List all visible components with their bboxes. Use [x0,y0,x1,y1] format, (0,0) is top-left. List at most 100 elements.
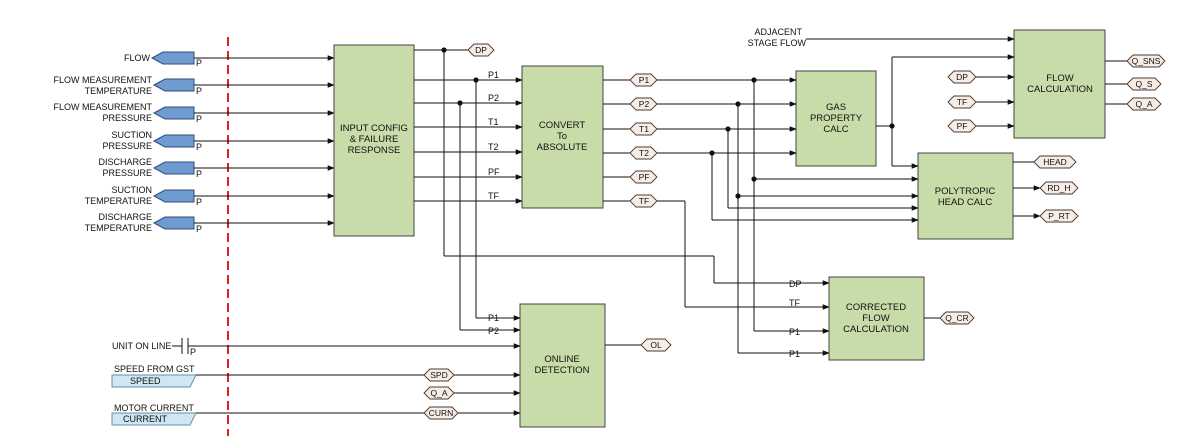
block-convert-to-absolute: CONVERT To ABSOLUTE [521,65,604,209]
connector-pf: PF [639,172,650,182]
unit-on-line-input: UNIT ON LINE P [112,338,521,357]
adjacent-label-1: ADJACENT [754,27,802,37]
connector-t1: T1 [639,124,649,134]
polytropic-outputs: HEAD RD_H P_RT [1013,155,1079,223]
input-label-line-1: SUCTION [112,130,153,140]
input-label-line-2: PRESSURE [102,141,152,151]
speed-input: SPEED FROM GST SPEED SPD [111,364,521,388]
input-flow-measurement-pressure: FLOW MEASUREMENT PRESSURE P [53,102,202,124]
block-line-1: ONLINE [544,354,579,365]
current-tag: CURRENT [123,414,168,424]
block-line-2: CALCULATION [1027,84,1093,95]
corrected-input-dp: DP [789,279,802,289]
block-line-3: RESPONSE [348,145,401,156]
connector-q-s: Q_S [1135,79,1152,89]
input-label-line-2: PRESSURE [102,168,152,178]
connector-curn: CURN [429,408,454,418]
input-pin: P [196,114,202,124]
input-tag-shape [150,51,195,65]
online-input-p2: P2 [488,326,499,336]
input-discharge-pressure: DISCHARGE PRESSURE P [98,157,202,179]
speed-tag: SPEED [130,376,161,386]
connector-spd: SPD [430,370,447,380]
input-label-line-2: PRESSURE [102,113,152,123]
connector-flow-tf: TF [957,97,967,107]
block-line-2: & FAILURE [350,134,399,145]
signal-label: P2 [488,93,499,103]
input-wires [194,55,335,226]
input-discharge-temperature: DISCHARGE TEMPERATURE P [85,212,202,234]
speed-caption: SPEED FROM GST [114,364,195,374]
connector-dp: DP [475,45,487,55]
block-line-3: ABSOLUTE [537,142,588,153]
connector-rd-h: RD_H [1047,183,1070,193]
input-flow-measurement-temperature: FLOW MEASUREMENT TEMPERATURE P [53,75,202,96]
flow-calc-outputs: Q_SNS Q_S Q_A [1105,54,1166,111]
convert-output-connectors: P1 P2 T1 T2 PF TF [603,73,658,208]
online-input-p1: P1 [488,313,499,323]
block-line-1: INPUT CONFIG [340,123,408,134]
input-tag-shape [152,106,195,120]
current-caption: MOTOR CURRENT [114,403,194,413]
motor-current-input: MOTOR CURRENT CURRENT CURN [111,403,521,426]
connector-tf: TF [639,196,649,206]
block-line-2: To [557,131,567,142]
connector-flow-pf: PF [957,121,968,131]
corrected-flow-output: Q_CR [924,311,975,325]
input-label-line-1: DISCHARGE [98,157,152,167]
converted-signal-routing: P1 P1 TF [657,77,919,359]
input-tag-shape [152,189,195,203]
signal-label: TF [488,191,499,201]
branch-wires: DP P1 P2 [443,50,830,336]
input-tag-shape [152,134,195,148]
block-gas-property-calc: GAS PROPERTY CALC [795,70,877,167]
input-tag-shape [152,216,195,230]
input-pin: P [196,197,202,207]
signal-label: P1 [488,70,499,80]
block-line-1: CORRECTED [846,302,906,313]
corrected-input-p1: P1 [789,327,800,337]
input-suction-temperature: SUCTION TEMPERATURE P [85,185,202,207]
block-corrected-flow-calculation: CORRECTED FLOW CALCULATION [828,276,925,361]
input-label-line-1: FLOW MEASUREMENT [53,75,152,85]
connector-ol: OL [650,340,662,350]
input-tag-shape [152,161,195,175]
input-pin: P [196,58,202,68]
block-line-2: FLOW [862,313,889,324]
q-a-online-input: Q_A [423,386,521,400]
adjacent-label-2: STAGE FLOW [748,38,807,48]
signal-label: T2 [488,142,499,152]
adjacent-stage-flow: ADJACENT STAGE FLOW [748,27,1015,48]
input-pin: P [196,224,202,234]
block-input-config: INPUT CONFIG & FAILURE RESPONSE [333,44,415,237]
input-label-line-2: TEMPERATURE [85,86,152,96]
gas-property-outputs [876,54,1015,169]
corrected-input-p1-second: P1 [789,349,800,359]
input-flow-label-1: FLOW [124,53,151,63]
block-flow-calculation: FLOW CALCULATION [1013,29,1106,139]
input-label-line-1: FLOW MEASUREMENT [53,102,152,112]
connector-p1: P1 [639,75,650,85]
unit-on-line-pin: P [190,347,196,357]
block-polytropic-head-calc: POLYTROPIC HEAD CALC [917,152,1014,240]
connector-t2: T2 [639,148,649,158]
input-label-line-1: DISCHARGE [98,212,152,222]
input-pin: P [196,169,202,179]
connector-q-sns: Q_SNS [1132,56,1161,66]
input-tag-shape [152,78,195,92]
block-line-3: CALCULATION [843,324,909,335]
block-line-2: HEAD CALC [938,197,993,208]
signal-label: T1 [488,117,499,127]
signal-label: PF [488,167,500,177]
input-suction-pressure: SUCTION PRESSURE P [102,130,202,152]
input-label-line-2: TEMPERATURE [85,196,152,206]
connector-flow-dp: DP [956,72,968,82]
input-label-line-2: TEMPERATURE [85,223,152,233]
corrected-input-tf: TF [789,298,800,308]
block-line-2: PROPERTY [810,113,863,124]
input-pin: P [196,86,202,96]
unit-on-line-label: UNIT ON LINE [112,341,171,351]
block-line-1: GAS [826,102,846,113]
connector-q-a: Q_A [1135,99,1152,109]
